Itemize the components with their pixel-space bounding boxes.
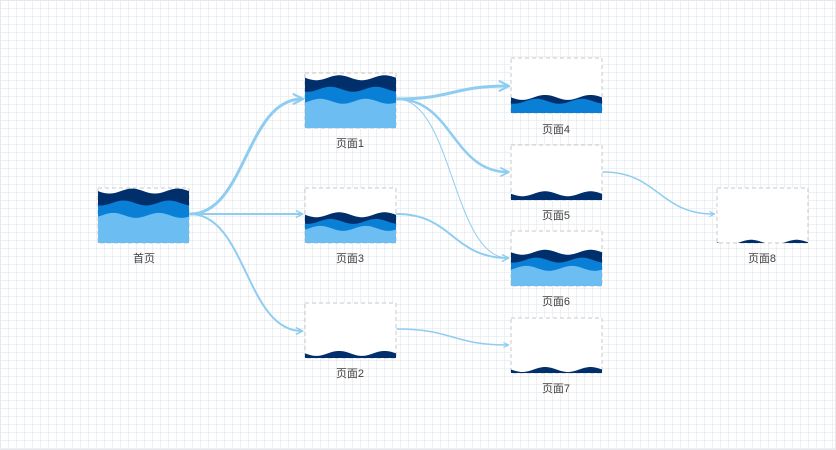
node-frame (510, 144, 603, 201)
node-home[interactable] (97, 187, 190, 244)
node-fill (717, 239, 808, 243)
node-label-home: 首页 (133, 253, 155, 265)
node-page7[interactable] (510, 317, 603, 374)
node-label-page3: 页面3 (335, 253, 365, 265)
node-page4[interactable] (510, 57, 603, 114)
edge-home-to-page1 (188, 93, 305, 216)
node-frame (716, 187, 809, 244)
node-page2[interactable] (304, 302, 397, 359)
nodes-layer (97, 57, 809, 374)
node-fill (511, 249, 602, 286)
node-label-page5: 页面5 (541, 210, 571, 222)
edge-page1-to-page6 (396, 98, 509, 260)
node-label-page4: 页面4 (541, 124, 571, 136)
edge-page5-to-page8 (602, 171, 716, 217)
node-fill (305, 212, 396, 243)
edge-page1-to-page4 (395, 80, 511, 101)
edge-home-to-page2 (189, 213, 304, 335)
node-fill (98, 188, 189, 243)
node-label-page8: 页面8 (747, 253, 777, 265)
node-frame (510, 317, 603, 374)
node-fill (511, 367, 602, 373)
node-page1[interactable] (304, 72, 397, 129)
node-fill (305, 350, 396, 358)
node-page6[interactable] (510, 230, 603, 287)
node-page5[interactable] (510, 144, 603, 201)
node-label-page6: 页面6 (541, 296, 571, 308)
edges-layer (188, 80, 716, 348)
node-label-page1: 页面1 (335, 138, 365, 150)
edge-page3-to-page6 (396, 213, 510, 262)
node-page3[interactable] (304, 187, 397, 244)
node-frame (304, 302, 397, 359)
node-label-page7: 页面7 (541, 383, 571, 395)
node-fill (511, 94, 602, 113)
node-fill (305, 75, 396, 128)
node-label-page2: 页面2 (335, 368, 365, 380)
edge-page1-to-page5 (395, 97, 510, 177)
edge-page2-to-page7 (396, 328, 510, 348)
node-fill (511, 191, 602, 200)
node-page8[interactable] (716, 187, 809, 245)
